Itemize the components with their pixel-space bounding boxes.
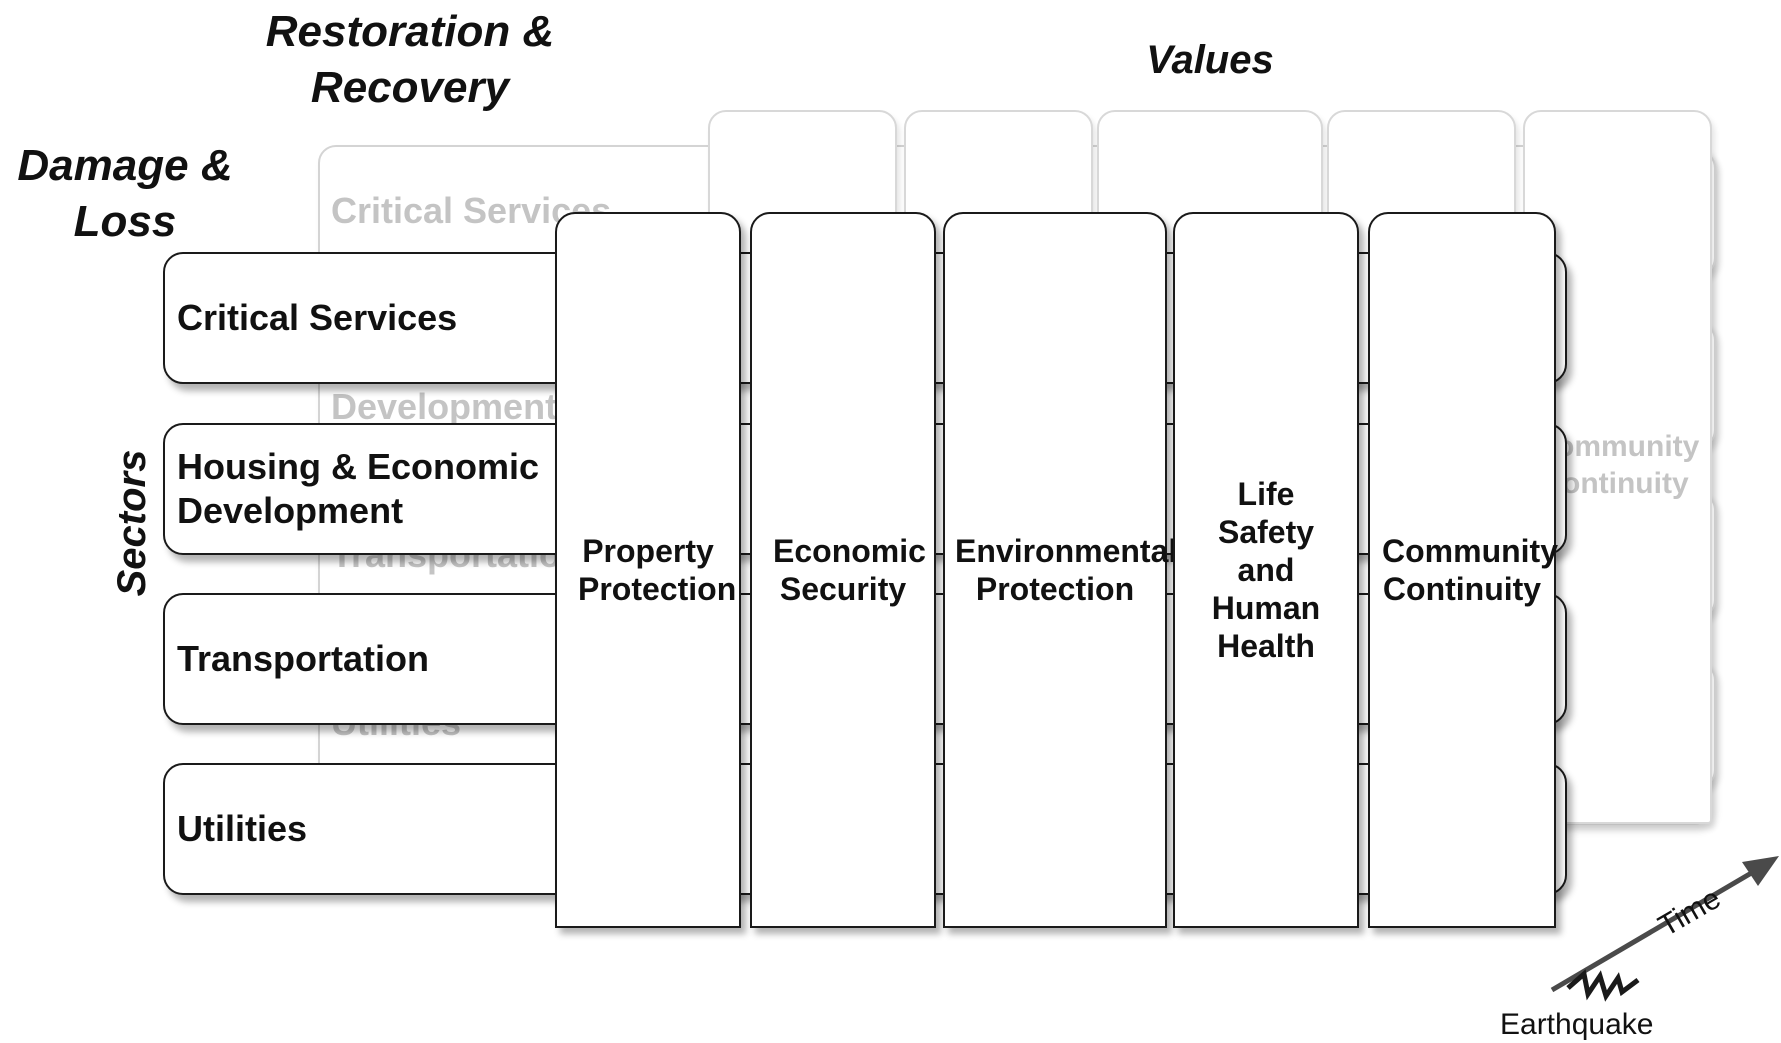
value-label: Community Continuity xyxy=(1382,533,1558,607)
value-label: Economic Security xyxy=(773,533,926,607)
ghost-value-label: ontinuity xyxy=(1562,467,1689,500)
values-heading: Values xyxy=(1146,38,1274,82)
value-column-life-safety-human-health: Life Safety and Human Health xyxy=(1173,212,1359,928)
sector-label: Critical Services xyxy=(177,297,458,338)
sector-label: Transportation xyxy=(177,638,430,679)
earthquake-label: Earthquake xyxy=(1500,1008,1654,1041)
time-arrow xyxy=(1550,856,1779,993)
ghost-value-label: ommunity xyxy=(1556,430,1700,463)
sector-label: Utilities xyxy=(177,808,308,849)
sector-label: Housing & Economic Development xyxy=(177,446,540,531)
value-column-community-continuity: Community Continuity xyxy=(1368,212,1558,928)
value-label: Life Safety and Human Health xyxy=(1211,476,1321,664)
damage-loss-heading: Damage & Loss xyxy=(17,141,233,246)
earthquake-icon xyxy=(1566,969,1640,1002)
value-column-environmental-protection: Environmental Protection xyxy=(943,212,1178,928)
ghost-sector-label: Development xyxy=(331,386,558,427)
value-column-property-protection: Property Protection xyxy=(555,212,741,928)
sectors-heading: Sectors xyxy=(110,449,154,597)
value-column-economic-security: Economic Security xyxy=(750,212,936,928)
value-label: Environmental Protection xyxy=(955,533,1178,607)
restoration-recovery-heading: Restoration & Recovery xyxy=(265,7,555,112)
value-label: Property Protection xyxy=(578,533,737,607)
